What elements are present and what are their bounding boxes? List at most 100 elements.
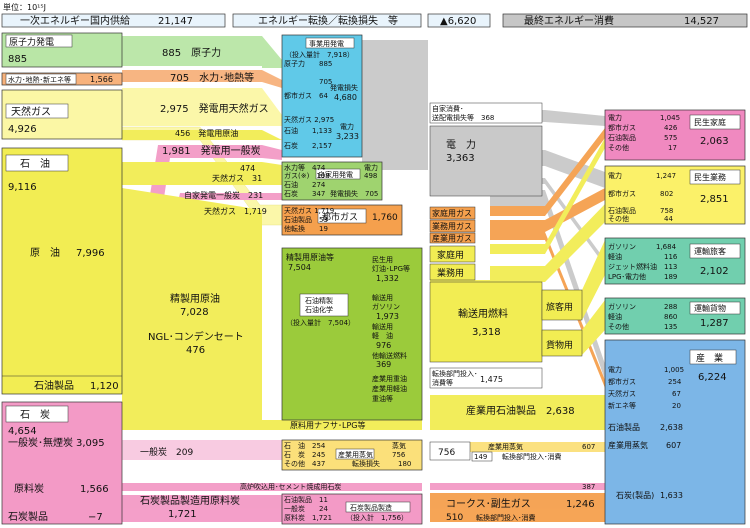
conversion-header-label: エネルギー転換／転換損失 等: [258, 14, 398, 27]
coke-row-coking: 原料炭 1,721: [284, 513, 332, 522]
power-row-nuclear: 原子力 885: [284, 59, 332, 68]
crude-label: 原 油: [30, 246, 60, 259]
household-row-3-value: 17: [668, 144, 677, 152]
coal-general-flow-label: 一般炭 209: [140, 446, 193, 458]
oil-label: 石 油: [20, 157, 50, 170]
coke-title: 石炭製品製造: [350, 503, 392, 512]
flow-oil-power-label: 456 発電用原油: [175, 128, 238, 138]
household-row-0-label: 電力: [608, 113, 622, 122]
flow-naphtha: [122, 420, 422, 430]
coke-gas-label: コークス･副生ガス: [446, 497, 531, 510]
coal-value: 4,654: [8, 426, 37, 437]
business-row-0-label: 電力: [608, 171, 622, 180]
passenger-row-2-value: 113: [664, 263, 677, 271]
primary-supply: 原子力発電 885 水力･地熱･新エネ等 1,566 天然ガス 4,926 石 …: [1, 32, 123, 525]
blastfurnace-label: 高炉吹込用･セメント焼成用石炭: [240, 482, 341, 491]
flow-freight: [582, 300, 605, 355]
self-row-gas: ガス(※) 108: [284, 171, 330, 180]
coke-row-general: 一般炭 24: [284, 504, 328, 513]
industry-oil-row-value: 2,638: [660, 423, 683, 432]
steam-row-oil: 石 油 254: [284, 441, 326, 450]
steam-out-value: 756: [392, 451, 406, 459]
passenger-total: 2,102: [700, 266, 729, 277]
flow-coal-self-label: 自家発電一般炭 231: [184, 190, 263, 200]
steam-row-coal: 石 炭 245: [284, 451, 325, 459]
transfer-value: 1,475: [480, 375, 503, 384]
coal-products-value: −7: [88, 512, 103, 523]
refinery-title-line1: 石油精製: [305, 296, 333, 305]
refinery-lpg-label: 民生用: [372, 255, 393, 264]
hydro-value: 1,566: [90, 75, 113, 84]
final-header-value: 14,527: [684, 16, 719, 27]
city-row-gas: 天然ガス 1,719: [284, 206, 334, 215]
own-use-label2: 送配電損失等 368: [432, 113, 494, 122]
flow-hydro-label: 705 水力･地熱等: [170, 71, 254, 84]
passenger-label: 旅客用: [546, 301, 573, 313]
business-row-3-label: その他: [608, 214, 629, 223]
refinery-industry-label2: 産業用軽油: [372, 384, 407, 393]
flow-oil-business: [490, 204, 605, 282]
industry-oil-value: 2,638: [546, 406, 575, 417]
industry-row-0-label: 電力: [608, 365, 622, 374]
refinery-input-label: （投入量計 7,504）: [286, 318, 355, 327]
city-gas-value: 1,760: [372, 213, 398, 223]
power-loss-label: 発電損失: [330, 83, 358, 92]
coke-transfer-value: 510: [446, 513, 463, 523]
oil-products-value: 1,120: [90, 381, 119, 392]
gas-label: 天然ガス: [11, 105, 51, 118]
coal-coking-value: 1,566: [80, 484, 109, 495]
power-elec-value: 3,233: [336, 132, 359, 141]
final-freight: 運輸貨物 1,287 ガソリン 288 軽油 860 その他 135: [604, 297, 746, 335]
supply-header-value: 21,147: [158, 16, 193, 27]
flow-gas-business: [490, 188, 605, 232]
flow-bands: [121, 36, 605, 522]
business-row-2-value: 758: [660, 207, 673, 215]
freight-row-1-label: 軽油: [608, 312, 622, 321]
steam-607: 607: [582, 443, 595, 451]
power-row-hydro: 705: [284, 78, 332, 86]
power-row-oil: 石油 1,133: [284, 126, 332, 135]
flow-nuclear: [122, 36, 282, 68]
flow-oil-refinery: [122, 188, 262, 420]
household-row-1-value: 426: [664, 124, 678, 132]
city-gas-box: 都市ガス 1,760 天然ガス 1,719 石油製品 53 他転換 19: [281, 204, 403, 236]
industry-row-3-value: 20: [672, 402, 681, 410]
business-row-3-value: 44: [664, 215, 673, 223]
flow-gas-self-label: 天然ガス 31: [212, 173, 262, 183]
steam-conv-title: 産業用蒸気: [338, 450, 373, 459]
freight-row-2-label: その他: [608, 322, 629, 331]
passenger-row-2-label: ジェット燃料油: [608, 262, 657, 271]
refinery-gasoline-label: ガソリン: [372, 302, 400, 311]
power-row-gas: 天然ガス 2,975: [284, 115, 334, 124]
refinery-lpg-label2: 灯油･LPG等: [372, 264, 410, 273]
coke-input-value: 1,721: [168, 509, 197, 520]
blast-mid-value: 387: [582, 483, 595, 491]
city-row-oil: 石油製品 53: [284, 215, 328, 224]
city-gas-title: 都市ガス: [322, 211, 358, 223]
coal-general-value: 3,095: [76, 438, 105, 449]
refinery-industry-label1: 産業用重油: [372, 374, 407, 383]
industry-row-0-value: 1,005: [664, 366, 684, 374]
industry-row-2-label: 天然ガス: [608, 389, 636, 398]
coal-label: 石 炭: [20, 409, 50, 421]
self-power-title: 自家用発電: [318, 170, 353, 179]
power-elec-label: 電力: [340, 122, 354, 131]
unit-label: 単位：10¹⁵J: [3, 2, 46, 12]
coal-general-label: 一般炭･無煙炭: [8, 436, 73, 449]
ngl-value: 476: [186, 345, 205, 356]
industry-row-3-label: 新エネ等: [608, 401, 636, 410]
transfer-label1: 転換部門投入･: [432, 369, 478, 378]
industry-title: 産 業: [696, 352, 723, 364]
flow-blastfurnace: [122, 483, 422, 491]
flow-nuclear-label: 885 原子力: [162, 46, 221, 59]
business-row-0-value: 1,247: [656, 172, 676, 180]
passenger-row-0-value: 1,684: [656, 243, 677, 251]
power-row-coal: 石炭 2,157: [284, 142, 332, 150]
industry-row-1-value: 254: [668, 378, 682, 386]
steam-out-label: 蒸気: [392, 441, 406, 450]
industry-row-1-label: 都市ガス: [608, 377, 636, 386]
freight-row-1-value: 860: [664, 313, 677, 321]
transport-fuel-label: 輸送用燃料: [458, 307, 508, 320]
steam-small-value: 149: [474, 453, 487, 461]
household-row-3-label: その他: [608, 143, 629, 152]
